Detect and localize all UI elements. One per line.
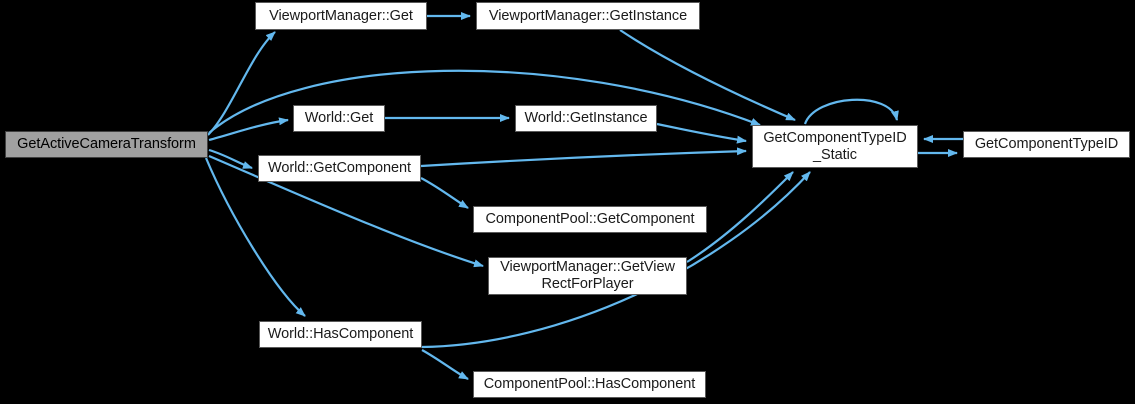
graph-node-componentPoolGetComponent[interactable]: ComponentPool::GetComponent — [473, 206, 707, 233]
graph-node-viewportManagerGet[interactable]: ViewportManager::Get — [255, 2, 427, 30]
graph-node-worldGetInstance[interactable]: World::GetInstance — [515, 105, 657, 132]
edge-worldHasComponent-to-getComponentTypeIdStatic — [421, 171, 811, 349]
edge-worldGetComponent-to-componentPoolGetComponent — [420, 177, 469, 209]
edge-getActiveCameraTransform-to-worldGet — [208, 117, 289, 142]
graph-node-getActiveCameraTransform: GetActiveCameraTransform — [5, 131, 208, 158]
edge-viewportManagerGetInstance-to-getComponentTypeIdStatic — [619, 29, 796, 122]
edge-worldHasComponent-to-componentPoolHasComponent — [421, 349, 469, 380]
edge-getActiveCameraTransform-to-viewportManagerGetViewRect — [208, 154, 484, 268]
graph-node-viewportManagerGetInstance[interactable]: ViewportManager::GetInstance — [476, 2, 700, 30]
graph-node-label: ViewportManager::GetView RectForPlayer — [500, 259, 675, 292]
edge-worldGetInstance-to-getComponentTypeIdStatic — [656, 122, 747, 144]
edge-viewportManagerGetViewRect-to-getComponentTypeIdStatic — [686, 171, 794, 263]
edge-getActiveCameraTransform-to-worldGetComponent — [208, 148, 253, 170]
graph-node-worldGet[interactable]: World::Get — [293, 105, 385, 132]
graph-node-label: World::Get — [304, 110, 374, 126]
edge-getComponentTypeIdStatic-to-getComponentTypeIdStatic — [803, 98, 899, 125]
graph-node-label: GetComponentTypeID _Static — [763, 129, 907, 163]
edge-getActiveCameraTransform-to-viewportManagerGet — [207, 31, 276, 136]
graph-node-worldGetComponent[interactable]: World::GetComponent — [258, 155, 421, 182]
graph-node-label: ComponentPool::HasComponent — [483, 376, 696, 392]
edge-getActiveCameraTransform-to-getComponentTypeIdStatic — [208, 69, 761, 134]
graph-node-label: ViewportManager::Get — [269, 7, 413, 24]
graph-node-getComponentTypeId[interactable]: GetComponentTypeID — [963, 131, 1130, 158]
graph-node-label: GetActiveCameraTransform — [17, 136, 196, 152]
graph-node-worldHasComponent[interactable]: World::HasComponent — [259, 321, 422, 348]
graph-node-label: World::GetComponent — [267, 160, 412, 176]
graph-node-label: World::HasComponent — [267, 326, 414, 342]
edge-worldGetComponent-to-getComponentTypeIdStatic — [420, 147, 747, 168]
graph-node-getComponentTypeIdStatic[interactable]: GetComponentTypeID _Static — [752, 125, 918, 168]
edge-getActiveCameraTransform-to-worldHasComponent — [204, 157, 306, 317]
graph-node-label: GetComponentTypeID — [974, 136, 1119, 152]
graph-node-componentPoolHasComponent[interactable]: ComponentPool::HasComponent — [473, 371, 706, 398]
graph-node-label: World::GetInstance — [524, 110, 648, 126]
graph-node-label: ViewportManager::GetInstance — [488, 7, 688, 24]
graph-node-viewportManagerGetViewRect[interactable]: ViewportManager::GetView RectForPlayer — [488, 257, 687, 295]
graph-node-label: ComponentPool::GetComponent — [485, 211, 695, 227]
